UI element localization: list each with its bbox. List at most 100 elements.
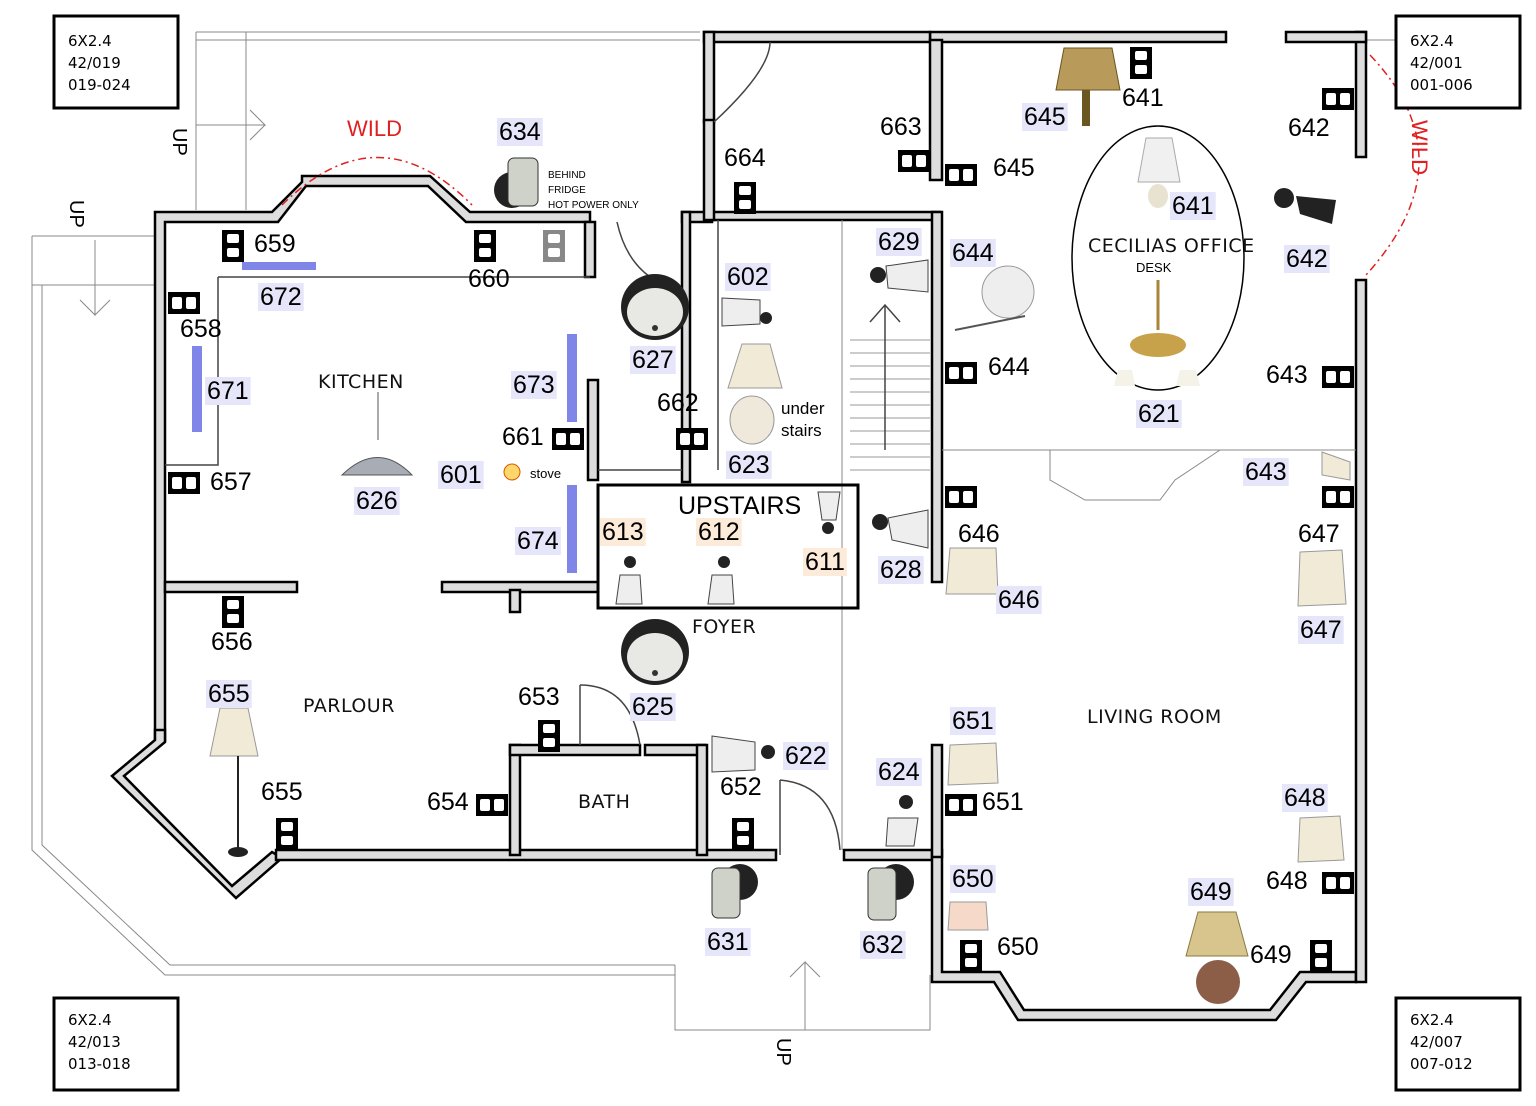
table-lamp-icon [1055,47,1121,126]
outlet-socket [494,799,504,811]
label-badge [950,865,996,893]
svg-text:013-018: 013-018 [68,1055,131,1073]
outlet-socket [963,169,973,181]
interior-walls [163,38,1356,859]
outlet-socket [1135,65,1147,74]
outlet-socket [949,799,959,811]
up-arrow-1b [249,124,266,141]
outlet-socket [172,297,182,309]
label-628: 628 [880,556,922,584]
label-601: 601 [440,461,482,489]
lamp-shade-icon [945,547,999,595]
pendant-light-icon [340,392,414,476]
outlet-socket [965,944,977,953]
corner-box-sw: 6X2.4 42/013 013-018 [52,996,180,1092]
outlet-socket [949,491,959,503]
lamp-shade-icon [1297,549,1347,607]
sconce-light-icon [721,297,772,327]
label-629: 629 [878,228,920,256]
outlet-socket [479,248,491,257]
label-badge [258,283,304,311]
room-living: LIVING ROOM [1087,706,1222,728]
lamp-shade-icon [947,742,999,786]
label-badge [1136,400,1182,428]
label-613: 613 [602,518,644,546]
outlets [168,47,1354,972]
wild-arc-office [1365,54,1420,276]
sconce-light-icon [870,259,929,293]
outlet-socket [963,491,973,503]
up-arrow-2 [79,240,96,317]
outlet-socket [902,155,912,167]
outlet-socket [543,738,555,747]
stove-icon [503,463,521,481]
label-badge [1298,616,1344,644]
led-strip-672 [242,262,316,270]
outlet-socket [548,234,560,243]
outlet-socket [227,614,239,623]
outlet-socket [1340,371,1350,383]
outlet-socket [963,799,973,811]
label-648-b: 648 [1266,867,1308,895]
label-625: 625 [632,693,674,721]
outlet-socket [1340,93,1350,105]
up-label-3: UP [772,1038,794,1066]
label-634: 634 [499,118,541,146]
label-badge [1188,878,1234,906]
outlet-socket [1326,371,1336,383]
label-602: 602 [727,263,769,291]
outlet-socket [949,169,959,181]
label-673: 673 [513,371,555,399]
label-644-b: 644 [988,353,1030,381]
corner-box-nw: 6X2.4 42/019 019-024 [52,14,180,110]
label-badge [515,527,561,555]
label-650-b: 650 [997,933,1039,961]
label-badge [860,931,906,959]
label-649-a: 649 [1190,878,1232,906]
fridge-note-3: HOT POWER ONLY [548,200,639,211]
outlet-socket [949,367,959,379]
outlet-socket [548,248,560,257]
outlet-socket [1340,491,1350,503]
label-627: 627 [632,346,674,374]
jar-light-icon [494,157,539,208]
label-badge [511,371,557,399]
room-parlour: PARLOUR [303,695,395,717]
label-662: 662 [657,389,699,417]
lamp-shade-icon [1297,815,1345,863]
label-badge [705,928,751,956]
label-641-b: 641 [1172,192,1214,220]
outlet-socket [543,724,555,733]
label-647-b: 647 [1300,616,1342,644]
label-badge [876,228,922,256]
outlet-socket [227,600,239,609]
jar-light-icon [867,864,914,921]
label-622: 622 [785,742,827,770]
lamp-shade-icon [947,901,989,931]
office-desk: DESK [1136,260,1172,275]
wild-label-kitchen: WILD [347,116,402,141]
label-648-a: 648 [1284,784,1326,812]
label-badge [630,693,676,721]
chandelier-icon [1114,280,1200,386]
label-badge [497,118,543,146]
outlet-socket [737,822,749,831]
outlet-socket [965,958,977,967]
label-654: 654 [427,788,469,816]
svg-text:6X2.4: 6X2.4 [68,32,112,50]
label-626: 626 [356,487,398,515]
label-655-b: 655 [261,778,303,806]
outlet-socket [227,248,239,257]
label-642-a: 642 [1288,114,1330,142]
led-strip-674 [567,485,577,573]
svg-text:42/007: 42/007 [1410,1033,1463,1051]
staircase [850,303,930,471]
room-foyer: FOYER [692,616,756,638]
stove-label: stove [530,466,561,481]
svg-text:007-012: 007-012 [1410,1055,1473,1073]
label-621: 621 [1138,400,1180,428]
room-bath: BATH [578,791,630,813]
label-641-a: 641 [1122,84,1164,112]
led-strip-671 [192,346,202,432]
flush-mount-light-icon [621,619,689,685]
